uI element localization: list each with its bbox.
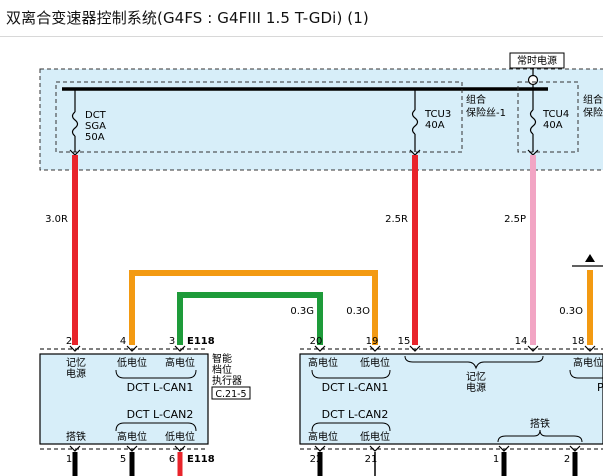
- left-pin-6: 6: [169, 454, 175, 465]
- side-label-1: 智能: [212, 352, 232, 365]
- wire-orange-right-label: 0.3O: [559, 306, 583, 317]
- left-pin-3-terminal: [174, 345, 186, 352]
- fuse-group-label-2: 保险丝-1: [466, 106, 506, 119]
- left-pin-5-terminal: [126, 445, 138, 452]
- left-label-memory-1: 记忆: [66, 356, 86, 369]
- side-label-3: 执行器: [212, 374, 242, 387]
- right-bus-can2: DCT L-CAN2: [322, 408, 389, 421]
- fuse-tcu3-label-1: TCU3: [424, 109, 451, 120]
- wire-red-mid-label: 2.5R: [385, 214, 408, 225]
- wire-orange-label: 0.3O: [346, 306, 370, 317]
- left-can2-bracket: [115, 422, 197, 432]
- fuse-dct-sga: [71, 89, 79, 152]
- left-pin-2: 2: [66, 336, 72, 347]
- right-pin-22-terminal: [314, 445, 326, 452]
- right-bus-can1: DCT L-CAN1: [322, 381, 389, 394]
- fuse-tcu3: [411, 89, 419, 152]
- left-pin-4-terminal: [126, 345, 138, 352]
- right-pin-1-terminal: [498, 445, 510, 452]
- right-pin-18-terminal: [584, 345, 596, 352]
- right-label-can-low: 低电位: [360, 356, 390, 369]
- right-memory-bracket: [404, 355, 544, 370]
- wire-green-label: 0.3G: [290, 306, 314, 317]
- right-pin-21: 21: [365, 454, 378, 465]
- right-ground-label: 搭铁: [530, 417, 550, 430]
- fuse-tcu4-label-2: 40A: [543, 120, 563, 131]
- side-code-box: [211, 386, 251, 400]
- side-label-2: 档位: [212, 363, 232, 376]
- left-pin-3: 3: [169, 336, 175, 347]
- right-pin-20: 20: [310, 336, 323, 347]
- fuse-tcu3-label-2: 40A: [425, 120, 445, 131]
- right-label-can-high: 高电位: [308, 356, 338, 369]
- orange-right-arrow: [585, 254, 595, 262]
- right-can1-bracket: [311, 369, 391, 379]
- left-can1-bracket: [115, 369, 197, 379]
- left-label-ground: 搭铁: [66, 430, 86, 443]
- right-pin-15: 15: [398, 336, 411, 347]
- right-far-bracket: [569, 369, 603, 379]
- right-pin-14: 14: [515, 336, 528, 347]
- right-pin-1: 1: [493, 454, 499, 465]
- left-label-can-high: 高电位: [165, 356, 195, 369]
- right-pin-15-terminal: [409, 345, 421, 352]
- left-pin-2-terminal: [69, 345, 81, 352]
- left-label-can2-high: 高电位: [117, 430, 147, 443]
- right-label-can2-high: 高电位: [308, 430, 338, 443]
- left-connector-id-bottom: E118: [187, 454, 215, 465]
- fuse-dct-label-2: SGA: [85, 121, 106, 132]
- right-pin-2: 2: [564, 454, 570, 465]
- right-label-can-high-2: 高电位: [573, 356, 603, 369]
- fuse-tcu4-label-1: TCU4: [542, 109, 569, 120]
- fuse-dct-label-1: DCT: [85, 110, 107, 121]
- left-connector-id: E118: [187, 336, 215, 347]
- left-bus-can2: DCT L-CAN2: [127, 408, 194, 421]
- right-ground-bracket: [497, 429, 583, 443]
- fuse-dct-label-3: 50A: [85, 132, 105, 143]
- wire-red-left-label: 3.0R: [45, 214, 68, 225]
- right-pin-2-terminal: [569, 445, 581, 452]
- fuse-box-area: [39, 68, 603, 171]
- right-memory-label-1: 记忆: [466, 370, 486, 383]
- right-pin-21-terminal: [369, 445, 381, 452]
- right-pin-20-terminal: [314, 345, 326, 352]
- title-bar: 双离合变速器控制系统(G4FS : G4FIII 1.5 T-GDi) (1): [0, 0, 603, 37]
- right-can2-bracket: [311, 422, 391, 432]
- fuse-group-frame-right: [517, 81, 579, 153]
- power-label: 常时电源: [517, 54, 557, 67]
- wire-orange: [129, 270, 378, 345]
- fuse-group-label-1: 组合: [466, 93, 486, 106]
- right-pin-19: 19: [366, 336, 379, 347]
- wire-pink-label: 2.5P: [504, 214, 526, 225]
- side-code: C.21-5: [215, 389, 246, 400]
- power-node: [527, 74, 539, 86]
- left-pin-5: 5: [120, 454, 126, 465]
- left-pin-6-terminal: [174, 445, 186, 452]
- left-module-box: [39, 353, 209, 445]
- right-pin-22: 22: [310, 454, 323, 465]
- left-label-can-low: 低电位: [117, 356, 147, 369]
- right-letter: P: [597, 381, 603, 394]
- left-label-memory-2: 电源: [66, 367, 86, 380]
- right-label-can2-low: 低电位: [360, 430, 390, 443]
- fuse-tcu4: [529, 94, 537, 152]
- right-module-box: [299, 353, 603, 445]
- fuse-group-label-right-1: 组合: [583, 93, 603, 106]
- fuse-group-frame: [55, 81, 463, 153]
- left-pin-1-terminal: [69, 445, 81, 452]
- left-pin-4: 4: [120, 336, 126, 347]
- wire-green: [177, 292, 323, 345]
- left-pin-1: 1: [66, 454, 72, 465]
- page-title: 双离合变速器控制系统(G4FS : G4FIII 1.5 T-GDi) (1): [6, 9, 369, 27]
- right-pin-19-terminal: [369, 345, 381, 352]
- left-label-can2-low: 低电位: [165, 430, 195, 443]
- right-memory-label-2: 电源: [466, 381, 486, 394]
- right-pin-18: 18: [572, 336, 585, 347]
- fuse-group-label-right-2: 保险: [583, 106, 603, 119]
- right-pin-14-terminal: [527, 345, 539, 352]
- power-label-box: [509, 52, 565, 69]
- left-bus-can1: DCT L-CAN1: [127, 381, 194, 394]
